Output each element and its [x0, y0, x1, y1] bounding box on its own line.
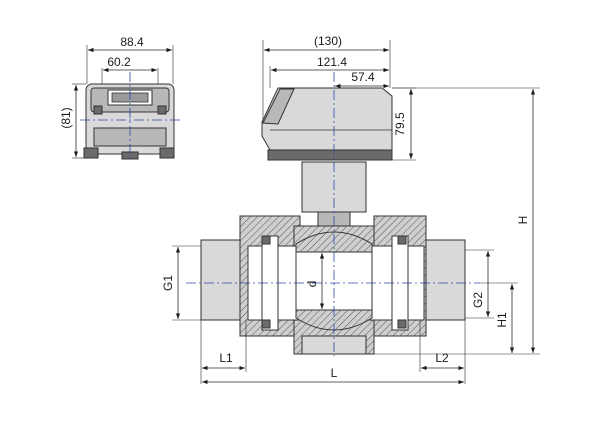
actuator-side-view [261, 87, 393, 161]
dimension-label-l1: L1 [219, 351, 233, 365]
mount-foot-left [83, 147, 99, 159]
o-ring-icon [261, 235, 271, 245]
dimension-label-79-5: 79.5 [393, 112, 407, 136]
left-end-connector [200, 239, 247, 321]
dimension-label-60-2: 60.2 [107, 55, 131, 69]
dimension-label-121-4: 121.4 [317, 55, 347, 69]
dimension-label-l2: L2 [435, 351, 449, 365]
o-ring-icon [397, 319, 407, 329]
o-ring-icon [261, 319, 271, 329]
top-view-dimensions: 88.4 60.2 (81) [59, 35, 174, 159]
actuator-side-housing [261, 87, 393, 151]
actuator-side-base [267, 149, 393, 161]
dimension-label-g2: G2 [471, 292, 485, 308]
dimension-label-130: (130) [314, 34, 342, 48]
right-end-connector [419, 239, 466, 321]
dimension-label-88-4: 88.4 [120, 35, 144, 49]
o-ring-icon [397, 235, 407, 245]
dimension-label-81: (81) [59, 107, 73, 128]
dimension-label-d: d [305, 281, 319, 288]
screw-icon [93, 105, 103, 115]
dimension-label-h1: H1 [495, 312, 509, 328]
dimension-label-g1: G1 [161, 275, 175, 291]
valve-body [200, 215, 466, 355]
dimension-label-h: H [516, 216, 530, 225]
side-view-dimensions: (130) 121.4 57.4 79.5 H H1 G2 G1 d [161, 34, 540, 385]
dimension-label-57-4: 57.4 [351, 70, 375, 84]
actuator-top-view [80, 72, 180, 162]
screw-icon [157, 105, 167, 115]
dimension-label-l: L [331, 366, 338, 380]
mount-foot-right [159, 147, 175, 159]
actuator-side-cover [262, 88, 295, 125]
